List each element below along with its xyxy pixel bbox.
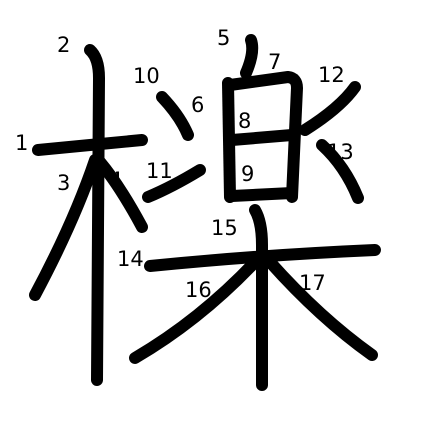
stroke-number-9: 9	[241, 162, 254, 186]
stroke-9	[226, 187, 298, 202]
stroke-2	[84, 44, 105, 386]
stroke-number-11: 11	[146, 159, 173, 183]
stroke-number-17: 17	[299, 271, 326, 295]
stroke-5	[240, 34, 259, 79]
stroke-4	[94, 156, 148, 233]
stroke-3	[29, 154, 101, 301]
stroke-number-4: 4	[109, 168, 122, 192]
stroke-number-6: 6	[191, 93, 204, 117]
stroke-number-8: 8	[238, 109, 251, 133]
stroke-12	[299, 81, 361, 136]
stroke-1	[32, 134, 148, 156]
stroke-number-13: 13	[327, 140, 354, 164]
stroke-number-2: 2	[57, 33, 70, 57]
stroke-number-10: 10	[133, 64, 160, 88]
stroke-number-3: 3	[57, 171, 70, 195]
stroke-13	[316, 139, 364, 204]
stroke-11	[142, 164, 206, 203]
stroke-number-1: 1	[15, 131, 28, 155]
stroke-number-12: 12	[318, 63, 345, 87]
stroke-10	[156, 91, 194, 141]
stroke-8	[226, 129, 298, 146]
stroke-7	[224, 71, 303, 203]
stroke-15	[249, 204, 268, 391]
stroke-number-7: 7	[268, 50, 281, 74]
stroke-number-14: 14	[117, 247, 144, 271]
stroke-16	[129, 256, 261, 364]
character-strokes	[29, 34, 381, 391]
stroke-number-5: 5	[217, 26, 230, 50]
stroke-17	[264, 256, 378, 361]
stroke-number-15: 15	[211, 216, 238, 240]
stroke-number-16: 16	[185, 278, 212, 302]
stroke-number-labels: 1 2 3 4 5 6 7 8 9 10 11 12 13 14 15 16 1…	[15, 26, 354, 302]
